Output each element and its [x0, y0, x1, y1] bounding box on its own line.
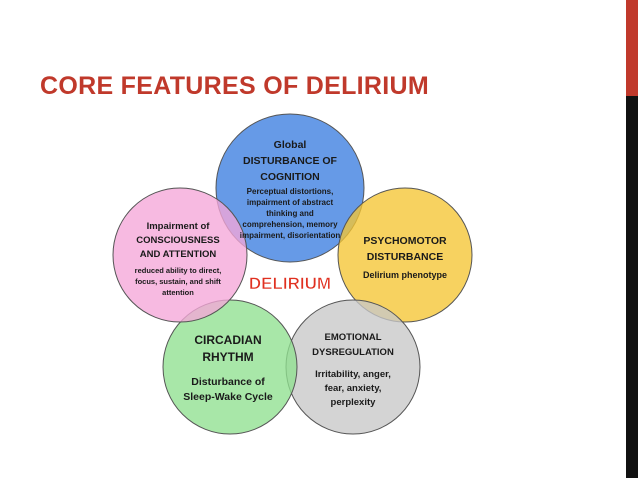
- circadian-line-3: Disturbance of: [191, 376, 265, 388]
- cognition-line-1: Global: [274, 139, 307, 151]
- consciousness-line-5: focus, sustain, and shift: [135, 277, 221, 286]
- emotional-line-2: DYSREGULATION: [312, 347, 394, 358]
- circadian-line-4: Sleep-Wake Cycle: [183, 391, 273, 403]
- text-circadian: CIRCADIAN RHYTHM Disturbance of Sleep-Wa…: [183, 333, 273, 403]
- center-label-delirium: DELIRIUM: [249, 274, 331, 293]
- cognition-line-2: DISTURBANCE OF: [243, 155, 338, 167]
- consciousness-line-1: Impairment of: [147, 221, 211, 232]
- psychomotor-line-1: PSYCHOMOTOR: [363, 235, 447, 247]
- consciousness-line-4: reduced ability to direct,: [135, 266, 222, 275]
- accent-bar-dark: [626, 0, 638, 478]
- cognition-line-5: impairment of abstract: [247, 198, 334, 207]
- accent-bar-red: [626, 0, 638, 96]
- slide-title: CORE FEATURES OF DELIRIUM: [40, 72, 429, 100]
- cognition-line-8: impairment, disorientation: [240, 231, 341, 240]
- text-consciousness: Impairment of CONSCIOUSNESS AND ATTENTIO…: [135, 221, 222, 297]
- cognition-line-4: Perceptual distortions,: [247, 187, 334, 196]
- psychomotor-line-3: Delirium phenotype: [363, 270, 447, 280]
- circadian-line-2: RHYTHM: [202, 350, 253, 364]
- circle-consciousness: [112, 187, 248, 323]
- circle-emotional: [285, 299, 421, 435]
- emotional-line-3: Irritability, anger,: [315, 369, 391, 380]
- circles-layer: [112, 113, 473, 435]
- text-psychomotor: PSYCHOMOTOR DISTURBANCE Delirium phenoty…: [363, 235, 447, 280]
- circadian-line-1: CIRCADIAN: [194, 333, 261, 347]
- cognition-line-7: comprehension, memory: [242, 220, 338, 229]
- emotional-line-4: fear, anxiety,: [325, 383, 382, 394]
- consciousness-line-6: attention: [162, 288, 194, 297]
- cognition-line-6: thinking and: [266, 209, 314, 218]
- circle-cognition: [215, 113, 365, 263]
- psychomotor-line-2: DISTURBANCE: [367, 251, 443, 263]
- text-cognition: Global DISTURBANCE OF COGNITION Perceptu…: [240, 139, 341, 240]
- cognition-line-3: COGNITION: [260, 171, 320, 183]
- consciousness-line-3: AND ATTENTION: [140, 249, 217, 260]
- emotional-line-5: perplexity: [331, 397, 377, 408]
- consciousness-line-2: CONSCIOUSNESS: [136, 235, 219, 246]
- circle-psychomotor: [337, 187, 473, 323]
- text-emotional: EMOTIONAL DYSREGULATION Irritability, an…: [312, 332, 394, 408]
- emotional-line-1: EMOTIONAL: [325, 332, 382, 343]
